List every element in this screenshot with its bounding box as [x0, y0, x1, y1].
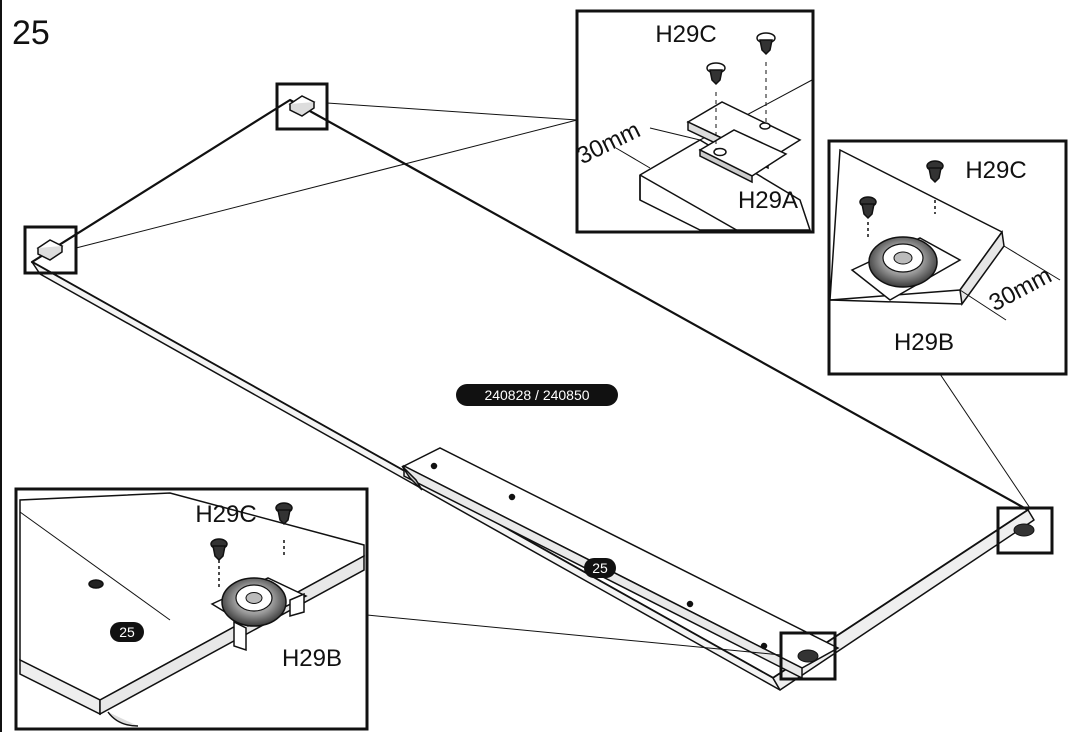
detail-caster-left-screw-label: H29C — [195, 501, 256, 528]
rail-panel-number: 25 — [592, 560, 608, 576]
page-left-border — [0, 0, 2, 732]
screw-icon — [859, 160, 944, 220]
detail-caster-right-screw-label: H29C — [965, 157, 1026, 184]
detail-bracket-screw-label: H29C — [655, 21, 716, 48]
rail-panel-marker: 25 — [584, 558, 616, 578]
detail-panel-marker: 25 — [110, 622, 144, 642]
detail-panel-number: 25 — [119, 624, 135, 640]
caster-wheel-icon — [221, 577, 287, 627]
product-code-badge: 240828 / 240850 — [456, 384, 618, 406]
detail-caster-left: 25 H29C H29B — [14, 487, 369, 731]
detail-bracket-part-label: H29A — [738, 187, 798, 214]
detail-caster-left-part-label: H29B — [282, 645, 342, 672]
detail-bracket: H29C H29A 30mm — [573, 9, 815, 234]
product-code-label: 240828 / 240850 — [484, 387, 589, 403]
caster-wheel-icon — [868, 236, 938, 288]
screw-icon — [210, 502, 293, 562]
detail-caster-right: H29C H29B 30mm — [827, 139, 1068, 376]
step-number: 25 — [12, 14, 50, 52]
screw-icon — [706, 32, 776, 86]
highlight-box-top-corner — [275, 82, 329, 131]
detail-caster-right-part-label: H29B — [894, 329, 954, 356]
highlight-box-right-caster — [996, 506, 1054, 555]
highlight-box-left-corner — [23, 225, 78, 275]
leader-lines — [75, 102, 1031, 656]
highlight-box-bottom-caster — [779, 631, 837, 681]
